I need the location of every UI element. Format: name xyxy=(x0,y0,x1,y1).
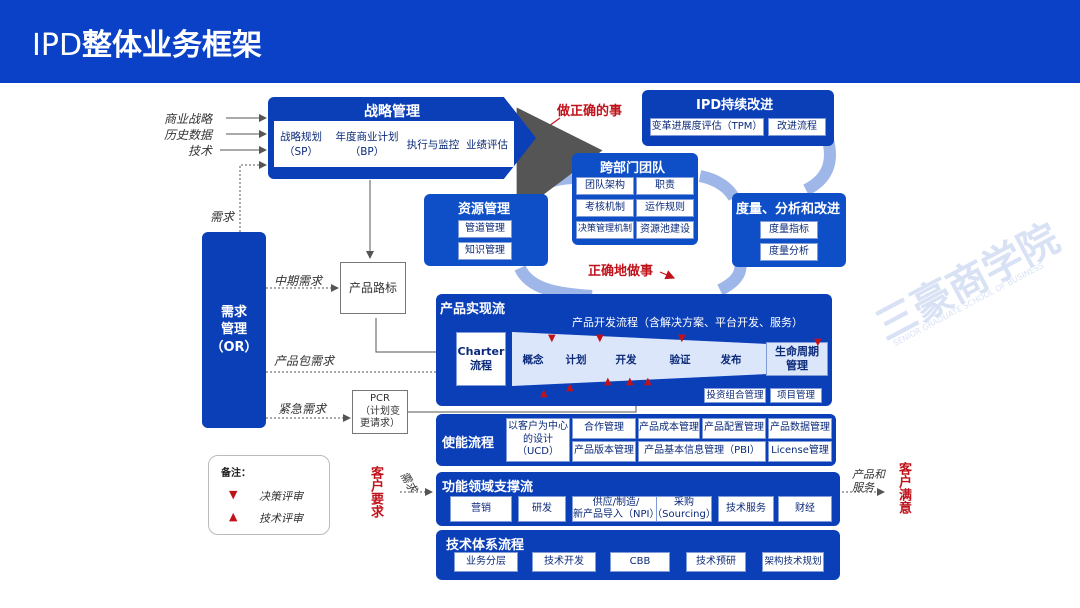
legend-decision-icon: ▼ xyxy=(229,488,238,501)
measure-block: 度量、分析和改进 度量指标 度量分析 xyxy=(732,193,846,267)
enable-item: License管理 xyxy=(768,441,832,462)
enable-title: 使能流程 xyxy=(442,436,495,451)
resource-title: 资源管理 xyxy=(458,202,511,217)
resource-item: 管道管理 xyxy=(458,220,512,238)
demand-mgmt-block: 需求 管理 （OR） xyxy=(202,232,266,428)
strategy-item: 业绩评估 xyxy=(466,138,508,151)
tech-block: 技术体系流程 业务分层 技术开发 CBB 技术预研 架构技术规划 xyxy=(436,530,840,580)
decision-review-marker: ▼ xyxy=(548,333,556,344)
product-roadmap: 产品路标 xyxy=(340,262,406,314)
technical-review-marker: ▲ xyxy=(626,376,634,387)
decision-review-marker: ▼ xyxy=(678,333,686,344)
tech-item: 技术预研 xyxy=(686,552,746,572)
realization-block: 产品实现流 产品开发流程（含解决方案、平台开发、服务） Charter 流程 概… xyxy=(436,294,832,406)
phase-item: 开发 xyxy=(615,353,637,366)
function-item: 采购 （Sourcing） xyxy=(652,496,716,522)
tech-title: 技术体系流程 xyxy=(446,538,525,553)
ipd-improve-block: IPD持续改进 变革进展度评估（TPM） 改进流程 xyxy=(642,90,834,146)
function-item: 营销 xyxy=(450,496,512,522)
enable-item: 产品成本管理 xyxy=(638,418,700,439)
decision-review-marker: ▼ xyxy=(596,333,604,344)
portfolio-box: 投资组合管理 xyxy=(704,388,766,403)
demand-flow-label: 紧急需求 xyxy=(278,402,327,416)
tech-item: CBB xyxy=(610,552,670,572)
demand-top-label: 需求 xyxy=(210,210,235,224)
technical-review-marker: ▲ xyxy=(566,382,574,393)
phase-item: 验证 xyxy=(669,353,691,366)
strategy-item: 执行与监控 xyxy=(406,138,460,151)
technical-review-marker: ▲ xyxy=(644,376,652,387)
charter-box: Charter 流程 xyxy=(456,332,506,386)
cross-team-item: 团队架构 xyxy=(576,177,634,195)
phase-item: 计划 xyxy=(565,353,587,366)
resource-item: 知识管理 xyxy=(458,242,512,260)
function-item: 财经 xyxy=(778,496,832,522)
enable-item: 产品基本信息管理（PBI） xyxy=(638,441,766,462)
cross-team-item: 考核机制 xyxy=(576,199,634,217)
strategy-item: 年度商业计划 （BP） xyxy=(335,131,399,158)
ucd-box: 以客户为中心 的设计（UCD） xyxy=(506,418,570,462)
header-bar xyxy=(0,0,1080,83)
tech-item: 业务分层 xyxy=(454,552,518,572)
ipd-improve-item: 改进流程 xyxy=(768,118,826,136)
project-box: 项目管理 xyxy=(770,388,822,403)
legend-technical-label: 技术评审 xyxy=(259,512,303,525)
demand-flow-label: 中期需求 xyxy=(274,274,323,288)
function-item: 研发 xyxy=(518,496,566,522)
resource-block: 资源管理 管道管理 知识管理 xyxy=(424,194,548,266)
decision-review-marker: ▼ xyxy=(814,337,822,348)
cross-team-item: 运作规则 xyxy=(636,199,694,217)
legend-technical-icon: ▲ xyxy=(229,510,238,523)
strategy-items: 战略规划 （SP） 年度商业计划 （BP） 执行与监控 业绩评估 xyxy=(274,121,514,167)
technical-review-marker: ▲ xyxy=(604,376,612,387)
function-item: 供应/制造/ 新产品导入（NPI） xyxy=(572,496,660,522)
tech-item: 技术开发 xyxy=(532,552,596,572)
enable-item: 合作管理 xyxy=(572,418,636,439)
page-title: IPD整体业务框架 xyxy=(32,28,263,63)
strategy-item: 战略规划 （SP） xyxy=(280,131,322,158)
function-block: 功能领域支撑流 营销 研发 供应/制造/ 新产品导入（NPI） 采购 （Sour… xyxy=(436,472,840,526)
customer-satisfaction-label: 客户满意 xyxy=(896,462,911,514)
input-label: 技术 xyxy=(188,144,213,158)
measure-title: 度量、分析和改进 xyxy=(736,202,841,217)
function-item: 技术服务 xyxy=(718,496,774,522)
cross-team-item: 决策管理机制 xyxy=(576,221,634,239)
strategy-block: 战略管理 战略规划 （SP） 年度商业计划 （BP） 执行与监控 业绩评估 xyxy=(268,97,536,179)
function-title: 功能领域支撑流 xyxy=(442,480,534,495)
enable-item: 产品配置管理 xyxy=(702,418,766,439)
cross-team-block: 跨部门团队 团队架构 职责 考核机制 运作规则 决策管理机制 资源池建设 xyxy=(572,153,698,245)
demand-mgmt-title: 需求 管理 （OR） xyxy=(210,304,258,355)
measure-item: 度量分析 xyxy=(760,243,818,261)
enable-block: 使能流程 以客户为中心 的设计（UCD） 合作管理 产品成本管理 产品配置管理 … xyxy=(436,414,836,466)
enable-item: 产品版本管理 xyxy=(572,441,636,462)
product-service-label: 产品和 服务 xyxy=(852,468,885,495)
ipd-improve-title: IPD持续改进 xyxy=(696,98,774,113)
realization-subtitle: 产品开发流程（含解决方案、平台开发、服务） xyxy=(572,316,803,329)
enable-item: 产品数据管理 xyxy=(768,418,832,439)
strategy-title: 战略管理 xyxy=(364,104,420,120)
input-label: 历史数据 xyxy=(164,128,213,142)
ipd-improve-item: 变革进展度评估（TPM） xyxy=(650,118,764,136)
do-right-label: 做正确的事 xyxy=(557,104,623,119)
legend-decision-label: 决策评审 xyxy=(259,490,303,503)
legend-box: 备注： ▼ 决策评审 ▲ 技术评审 xyxy=(208,455,330,535)
cross-team-item: 职责 xyxy=(636,177,694,195)
phase-item: 概念 xyxy=(522,353,544,366)
cross-team-title: 跨部门团队 xyxy=(600,161,666,176)
pcr-box: PCR （计划变 更请求） xyxy=(352,390,408,434)
lifecycle-box: 生命周期 管理 xyxy=(766,342,828,376)
technical-review-marker: ▲ xyxy=(540,388,548,399)
measure-item: 度量指标 xyxy=(760,221,818,239)
phase-item: 发布 xyxy=(720,353,742,366)
do-correct-label: 正确地做事 xyxy=(588,264,654,279)
tech-item: 架构技术规划 xyxy=(762,552,824,572)
customer-demand-label: 客户要求 xyxy=(368,466,383,518)
legend-title: 备注： xyxy=(221,468,251,479)
realization-title: 产品实现流 xyxy=(440,302,506,317)
input-label: 商业战略 xyxy=(164,112,213,126)
demand-flow-label: 产品包需求 xyxy=(274,354,335,368)
cross-team-item: 资源池建设 xyxy=(636,221,694,239)
